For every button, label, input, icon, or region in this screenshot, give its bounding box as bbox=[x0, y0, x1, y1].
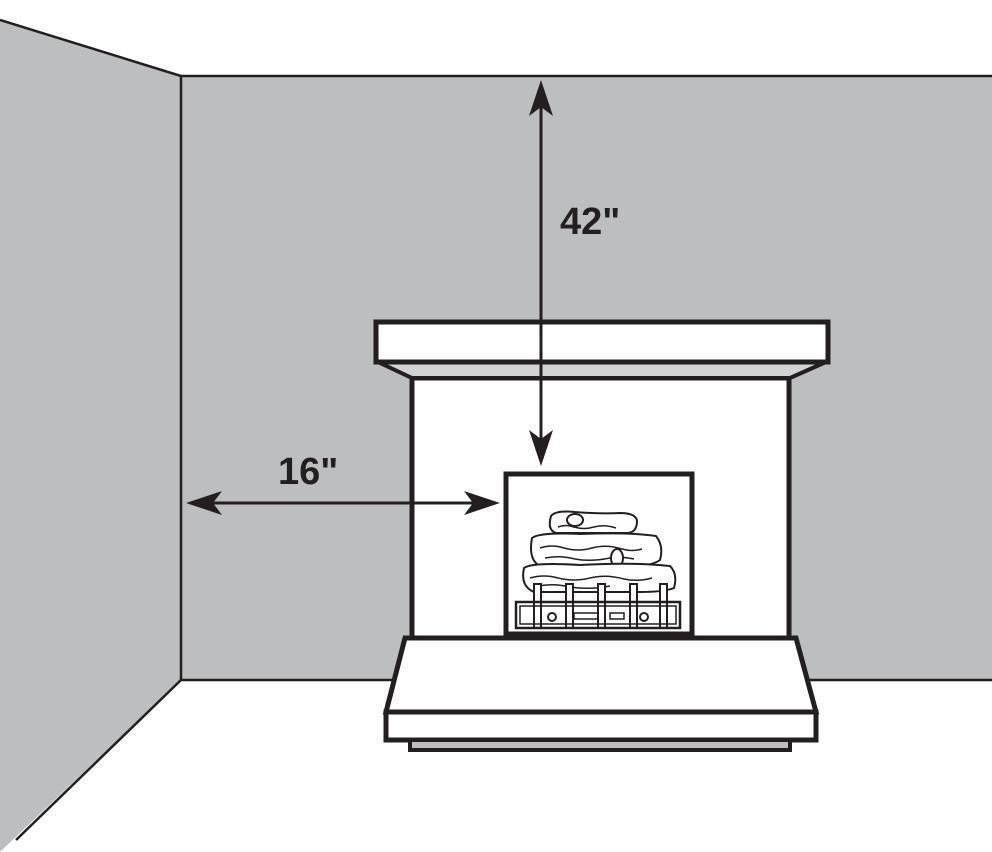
hearth-top bbox=[382, 635, 820, 715]
height-dimension: 42" bbox=[529, 80, 620, 466]
left-side-wall bbox=[0, 20, 181, 852]
hearth-base-shadow bbox=[408, 738, 792, 752]
height-clearance-label: 42" bbox=[560, 201, 620, 243]
firebox bbox=[503, 471, 695, 637]
arrow-right-icon bbox=[464, 491, 500, 515]
side-dimension: 16" bbox=[186, 451, 500, 515]
fireplace-surround bbox=[373, 319, 831, 752]
mantel-top bbox=[373, 319, 831, 365]
ceiling-line-left bbox=[0, 18, 182, 78]
arrow-down-icon bbox=[529, 430, 553, 466]
arrow-up-icon bbox=[529, 80, 553, 116]
hearth-front bbox=[383, 709, 819, 743]
side-clearance-label: 16" bbox=[278, 451, 338, 493]
log-set-icon bbox=[514, 510, 682, 630]
floor-line-left bbox=[15, 679, 182, 841]
arrow-left-icon bbox=[186, 491, 222, 515]
